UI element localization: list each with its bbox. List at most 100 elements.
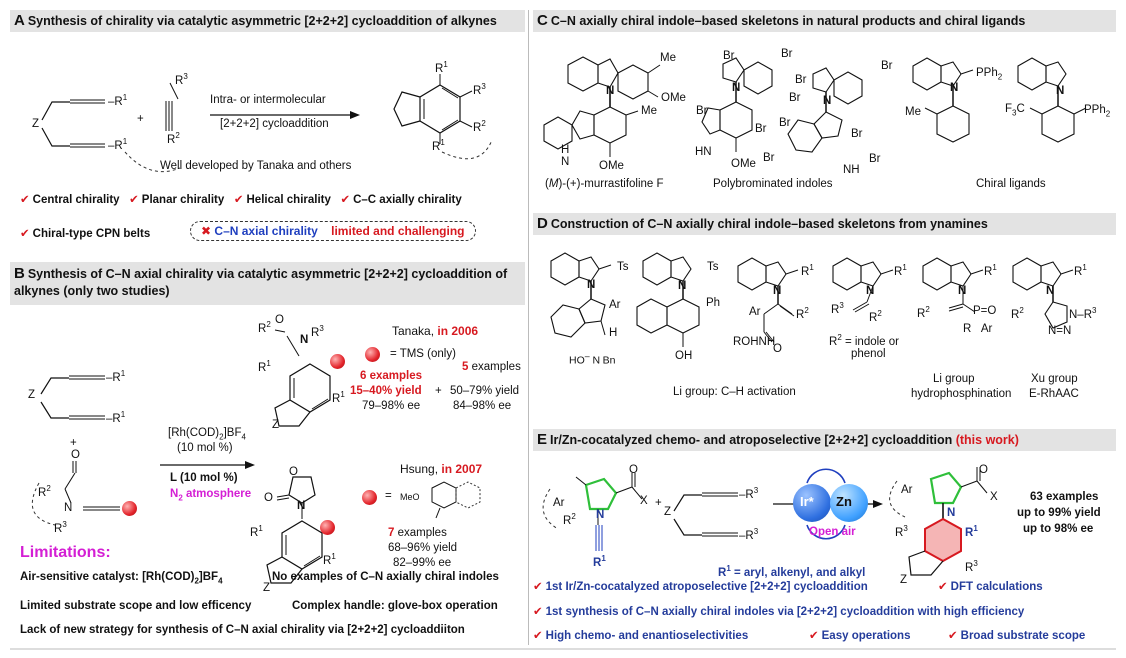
d4-r3: R3 xyxy=(831,301,844,316)
bp-z: Z xyxy=(263,582,271,594)
d5-r2: R2 xyxy=(917,305,930,320)
feature-2: ✔DFT calculations xyxy=(938,581,1043,593)
lig2-pph2: PPh2 xyxy=(1084,104,1111,119)
this-work-tag: (this work) xyxy=(955,433,1019,447)
column-separator xyxy=(528,10,529,645)
feature-3: ✔1st synthesis of C–N axially chiral ind… xyxy=(533,606,1025,618)
ep-r1: R1 xyxy=(965,524,978,539)
b-reaction-arrow xyxy=(160,461,255,469)
substituent-ball xyxy=(122,501,137,516)
xu-group-label: Xu group xyxy=(1031,373,1078,385)
d-compound-1 xyxy=(541,243,641,373)
tp-z: Z xyxy=(272,419,280,431)
e-product xyxy=(883,457,1003,597)
ee98: up to 98% ee xyxy=(1023,523,1094,535)
lig1-n: N xyxy=(950,82,959,94)
tanaka-plus: + xyxy=(435,385,442,397)
arrow-top-text: Intra- or intermolecular xyxy=(210,94,326,106)
d-compound-6 xyxy=(1003,248,1113,348)
ex63: 63 examples xyxy=(1030,491,1099,503)
mur-n: N xyxy=(606,85,615,97)
product-r1-bottom: R1 xyxy=(432,138,445,153)
pb-br-5: Br xyxy=(795,74,807,86)
hsung-credit: Hsung, in 2007 xyxy=(400,462,483,476)
ir-label: Ir* xyxy=(800,494,814,509)
cpn-belts: ✔Chiral-type CPN belts xyxy=(20,228,151,240)
feature-6: ✔Broad substrate scope xyxy=(948,630,1086,642)
tp-n: N xyxy=(300,334,309,346)
d3-ar: Ar xyxy=(749,306,761,318)
bp-o-carbonyl: O xyxy=(264,492,273,504)
atmosphere-label: N2 atmosphere xyxy=(170,488,252,503)
diyne-structure xyxy=(30,80,140,170)
pb-br-7: Br xyxy=(789,92,801,104)
tms-label: = TMS (only) xyxy=(390,348,456,360)
panel-a-note: Well developed by Tanaka and others xyxy=(160,160,352,172)
d1-ar: Ar xyxy=(609,299,621,311)
ep-n: N xyxy=(947,507,956,519)
pb-ome: OMe xyxy=(731,158,756,170)
d5-n: N xyxy=(958,285,967,297)
pb-br-3: Br xyxy=(696,105,708,117)
open-air-label: Open air xyxy=(809,526,856,538)
li-group-hydrophosphination: hydrophosphination xyxy=(911,388,1012,400)
product-r1-top: R1 xyxy=(435,60,448,75)
d4-r2def: R2 = indole or xyxy=(829,333,899,348)
bp-r1a: R1 xyxy=(250,524,263,539)
tanaka-product xyxy=(255,322,365,442)
alkynyl-pyrrole xyxy=(538,459,668,579)
ynamide-n: N xyxy=(64,502,73,514)
polybrominated-structure-1 xyxy=(698,50,808,180)
aryl-ball xyxy=(362,490,377,505)
catalyst-loading: (10 mol %) xyxy=(177,442,233,454)
b-diyne-z: Z xyxy=(28,389,36,401)
caption-ligands: Chiral ligands xyxy=(976,178,1046,190)
d1-ts: Ts xyxy=(617,261,629,273)
check-icon: ✔ xyxy=(809,630,819,642)
d4-r2def2: phenol xyxy=(851,348,886,360)
d2-ph: Ph xyxy=(706,297,721,309)
ex5: 5 examples xyxy=(462,361,521,373)
alkyne-structure xyxy=(150,75,190,155)
diyne-z-label: Z xyxy=(32,118,40,130)
d-compound-2 xyxy=(633,243,733,373)
bottom-rule xyxy=(10,648,1116,650)
e-plus: + xyxy=(655,497,662,509)
reaction-arrow xyxy=(210,111,360,119)
pb-nh: NH xyxy=(843,164,860,176)
ligand-structure-2 xyxy=(998,48,1108,168)
check-icon: ✔ xyxy=(938,581,948,593)
r1-definition: R1 = aryl, alkenyl, and alkyl xyxy=(718,564,866,579)
d3-n: N xyxy=(773,285,782,297)
d5-r1: R1 xyxy=(984,263,997,278)
plus-sign: + xyxy=(137,113,144,125)
bp-n: N xyxy=(297,500,306,512)
d5-rar: R Ar xyxy=(963,323,993,335)
panel-c-title: C–N axially chiral indole–based skeleton… xyxy=(550,14,1026,28)
murrastifoline-structure xyxy=(538,45,708,180)
ep-z: Z xyxy=(900,574,908,586)
lig2-n: N xyxy=(1056,85,1065,97)
tp-r1b: R1 xyxy=(332,390,345,405)
cross-icon: ✖ xyxy=(201,224,212,238)
limitation-3: Lack of new strategy for synthesis of C–… xyxy=(20,624,465,636)
check-icon: ✔ xyxy=(533,581,543,593)
d3-o: O xyxy=(773,343,782,355)
limitations-title: Limitations: xyxy=(20,544,111,561)
d2-ts: Ts xyxy=(707,261,719,273)
pb-br-8: Br xyxy=(779,117,791,129)
b-diyne-r1-bottom: –R1 xyxy=(106,410,126,425)
panel-d-title: Construction of C–N axially chiral indol… xyxy=(550,217,988,231)
lig2-f3c: F3C xyxy=(1005,103,1025,118)
check-icon: ✔ xyxy=(20,228,30,240)
aryl-equals: = xyxy=(385,490,392,502)
d-compound-4 xyxy=(823,248,913,338)
panel-a-title: Synthesis of chirality via catalytic asy… xyxy=(27,14,497,28)
